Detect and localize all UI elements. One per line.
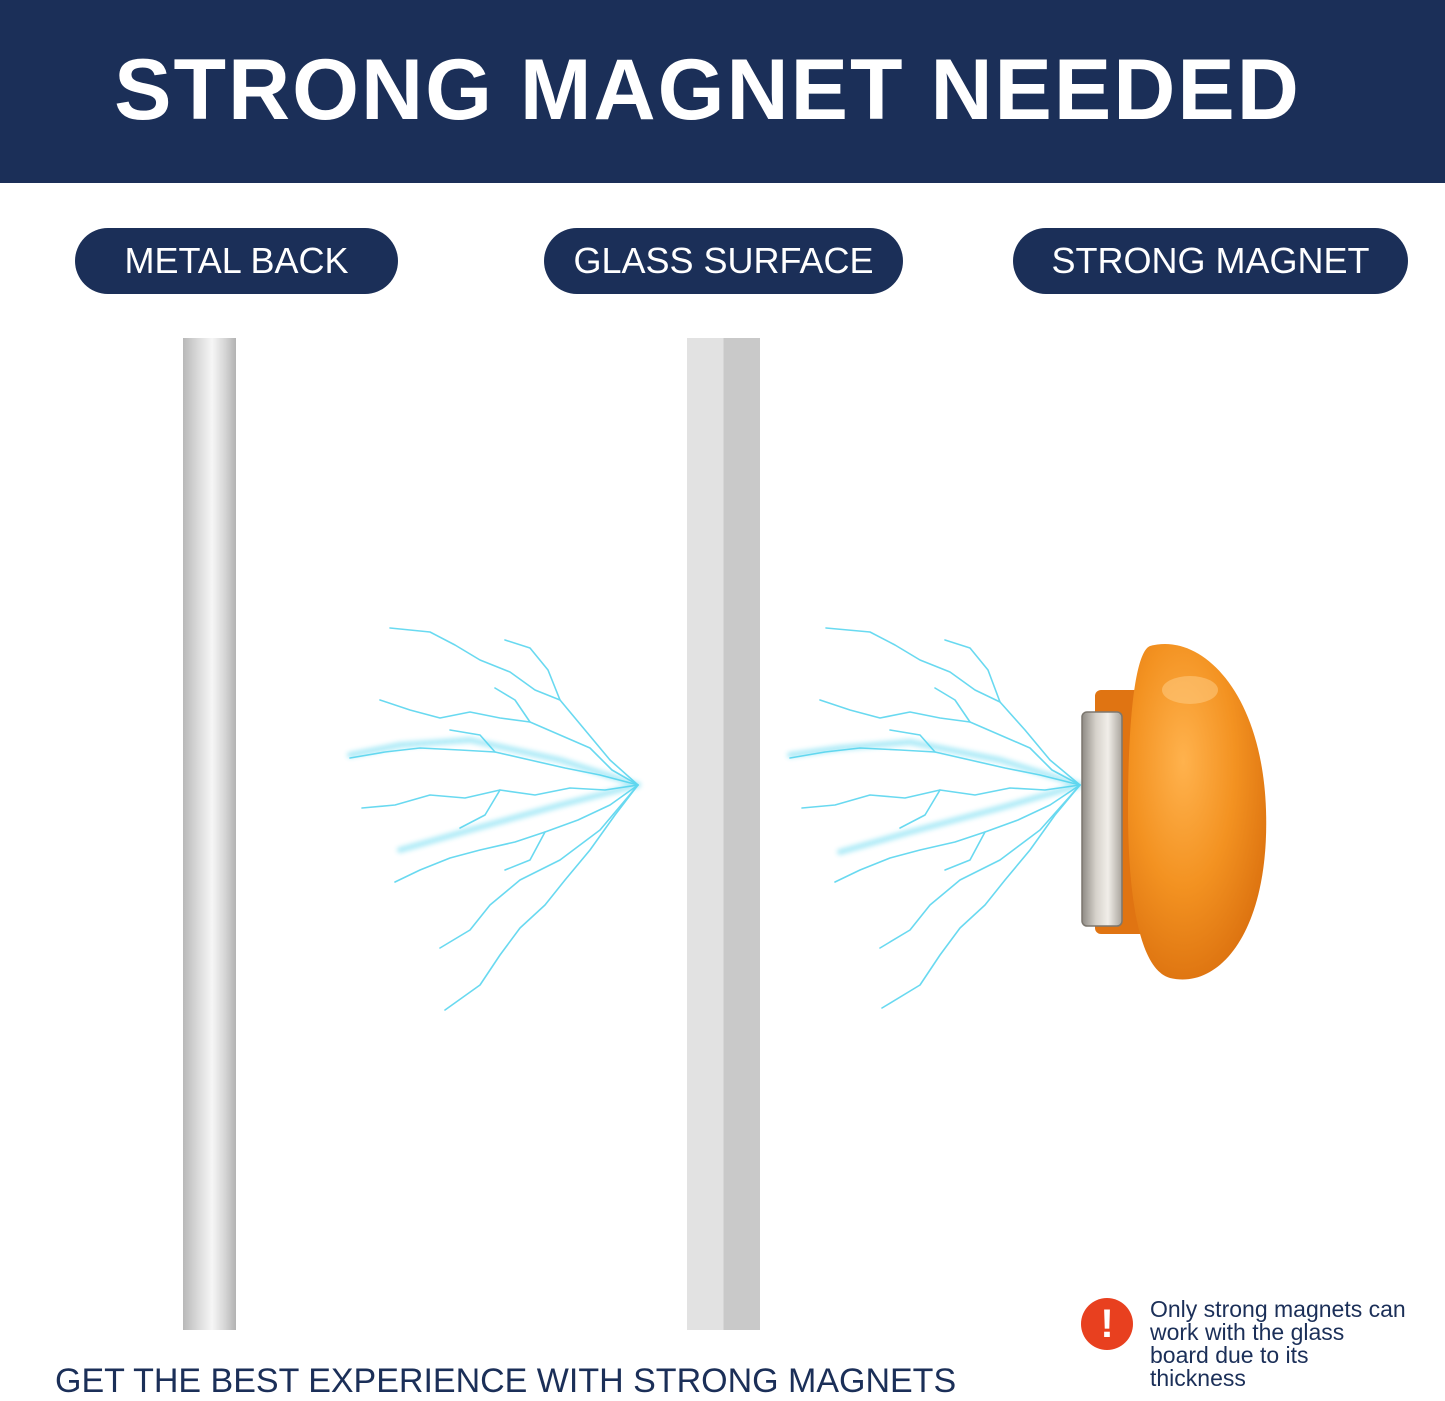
label-strong-magnet: STRONG MAGNET [1013, 228, 1408, 294]
orange-magnet-icon [1081, 643, 1267, 980]
metal-back-panel [183, 338, 236, 1330]
header-banner: STRONG MAGNET NEEDED [0, 0, 1445, 183]
bottom-tagline: GET THE BEST EXPERIENCE WITH STRONG MAGN… [55, 1362, 957, 1400]
label-metal-back: METAL BACK [75, 228, 398, 294]
warning-note: Only strong magnets can work with the gl… [1150, 1298, 1440, 1390]
note-line: thickness [1150, 1365, 1246, 1391]
lightning-field-right-icon [787, 627, 1083, 1009]
note-line: Only strong magnets can [1150, 1296, 1406, 1322]
note-line: board due to its [1150, 1342, 1309, 1368]
exclamation-icon: ! [1081, 1298, 1133, 1350]
glass-surface-panel [687, 338, 760, 1330]
lightning-field-left-icon [347, 627, 641, 1011]
page-title: STRONG MAGNET NEEDED [114, 42, 1301, 138]
note-line: work with the glass [1150, 1319, 1345, 1345]
label-glass-surface: GLASS SURFACE [544, 228, 903, 294]
